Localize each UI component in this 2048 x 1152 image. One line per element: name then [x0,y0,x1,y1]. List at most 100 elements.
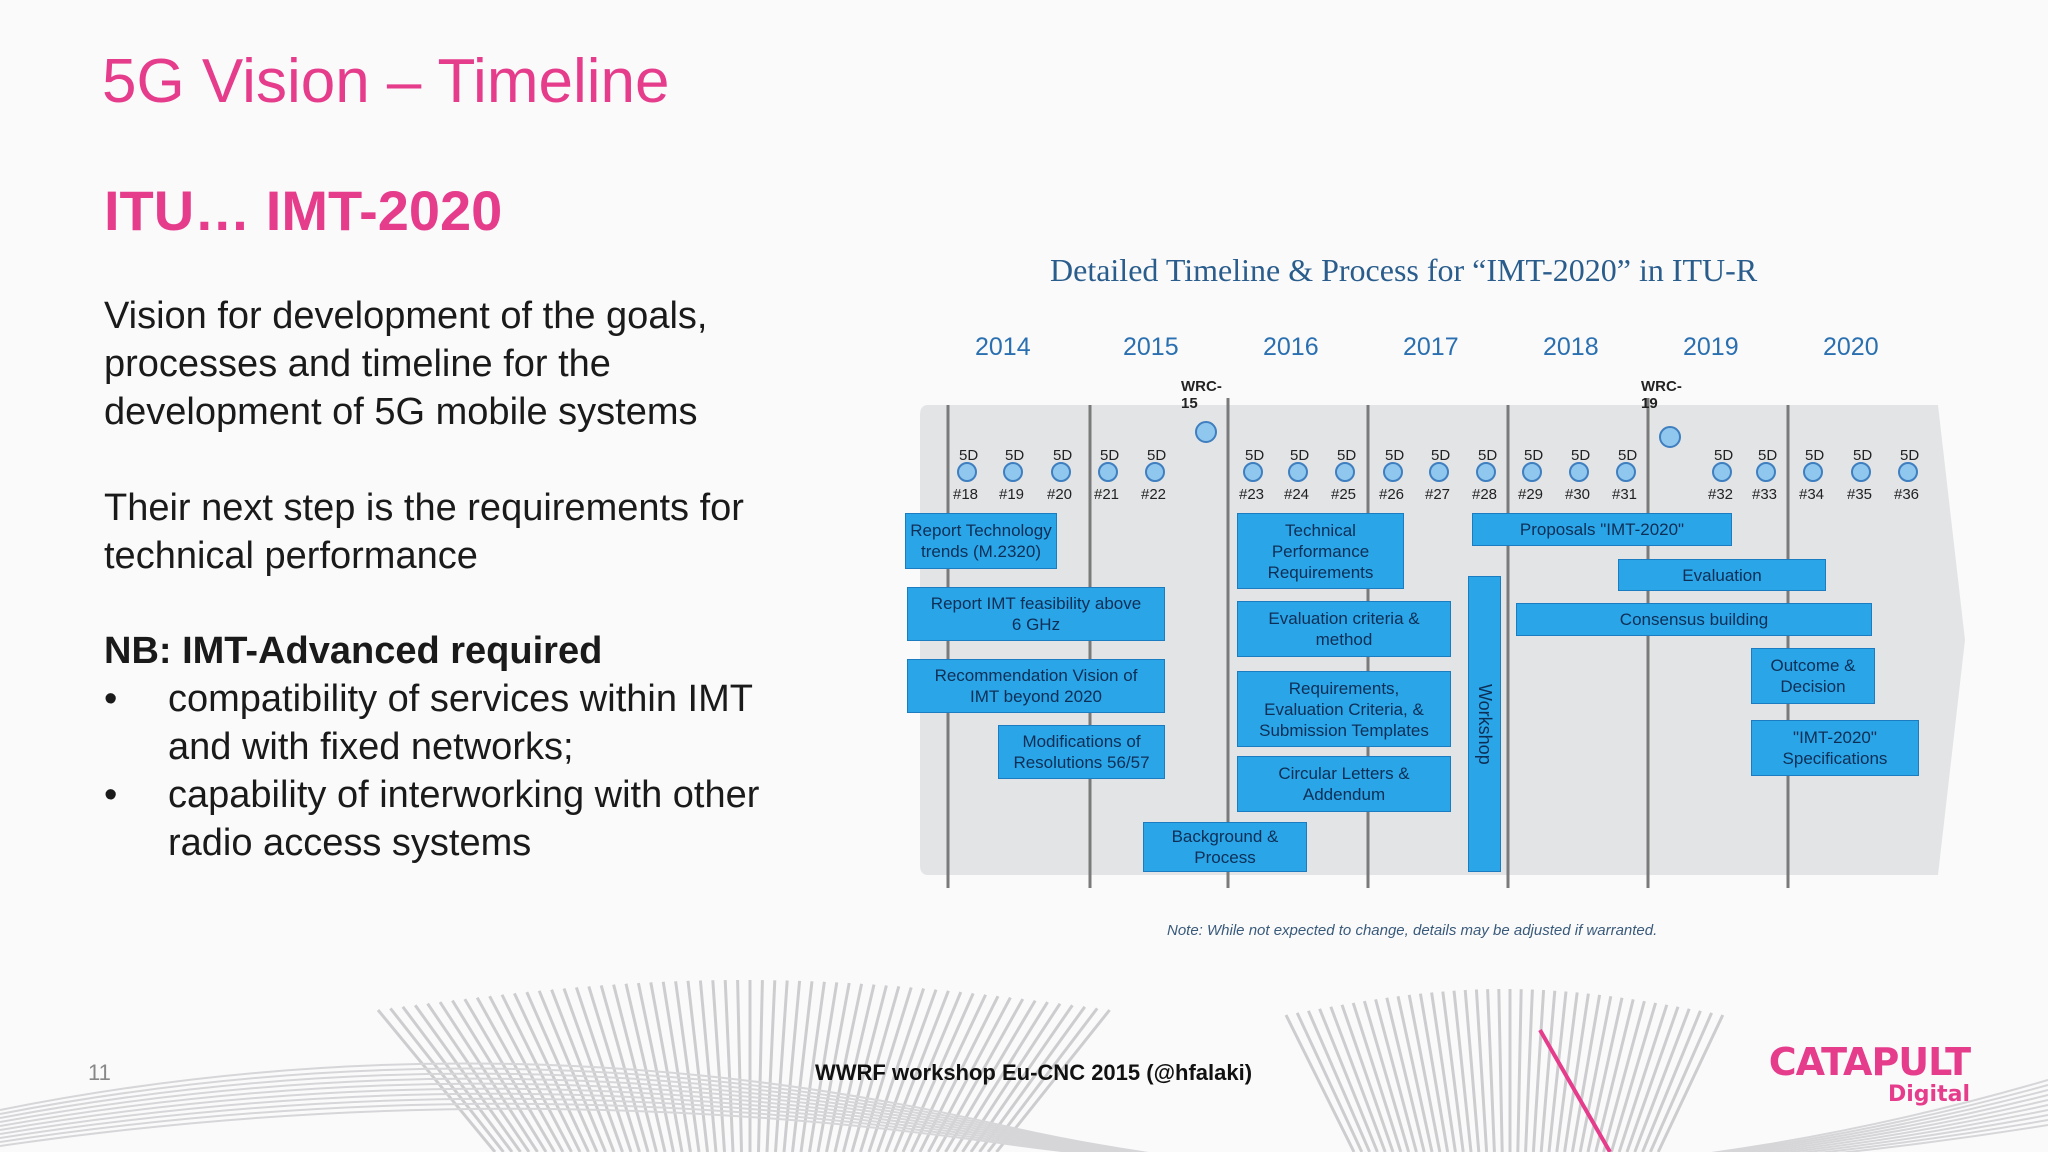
wave-line [1497,988,1504,1152]
activity-label-line: IMT beyond 2020 [969,687,1102,706]
meeting-5d-label: 5D [1385,447,1405,464]
itu-logo-icon [1898,462,1918,482]
activity-label-line: Performance [1271,541,1370,561]
meeting-5d-label: 5D [1478,447,1498,464]
activity-box: Evaluation [1618,559,1826,591]
itu-logo-icon [1616,462,1636,482]
wave-line [1463,989,1481,1152]
meeting-5d-label: 5D [1524,447,1544,464]
activity-label-line: Workshop [1475,683,1495,765]
wave-line [513,992,590,1152]
meeting-5d-label: 5D [1100,447,1120,464]
intro-paragraph: Vision for development of the goals, pro… [104,292,824,436]
intro-line: development of 5G mobile systems [104,391,698,433]
wave-line [1362,1000,1411,1152]
next-step-paragraph: Their next step is the requirements for … [104,484,824,580]
wave-line [1486,989,1496,1152]
wave-line [1570,994,1602,1152]
wave-line [1329,1006,1387,1152]
wave-line [1284,1014,1356,1152]
bullet-line: radio access systems [168,822,532,864]
wave-line [782,980,802,1152]
wave-curve [0,1082,2048,1152]
wave-line [574,986,633,1152]
wave-line [1524,989,1534,1152]
activity-label-line: Outcome & [1770,656,1856,675]
activity-label-line: Proposals "IMT-2020" [1519,520,1685,539]
wave-line [1531,989,1546,1152]
activity-label: Circular Letters &Addendum [1278,763,1409,805]
bullet-line: capability of interworking with other [168,774,760,816]
itu-logo-icon [1476,462,1496,482]
wave-line [1578,995,1613,1152]
activity-label-line: Requirements, [1288,678,1400,698]
itu-logo-icon [1712,462,1732,482]
slide-subtitle: ITU… IMT-2020 [104,179,503,242]
wrc-label: WRC-19 [1641,378,1682,412]
year-label: 2014 [975,333,1031,361]
activity-label-line: Evaluation [1682,565,1762,585]
activity-label-line: Background & [1171,827,1279,846]
wave-line [1633,1008,1691,1152]
activity-label-line: Report IMT feasibility above [930,594,1142,613]
wave-curve [0,1072,2048,1152]
wave-line [799,981,826,1152]
activity-label-line: Modifications of [1022,732,1141,751]
meeting-number: #25 [1331,486,1357,503]
meeting-number: #24 [1284,486,1310,503]
activity-label: Evaluation [1682,565,1761,586]
bullet-marker: • [104,774,118,816]
next-step-line: Their next step is the requirements for [104,487,744,529]
itu-logo-icon [1243,462,1263,482]
wave-line [1418,993,1450,1152]
wave-line [1295,1012,1364,1152]
wave-line [636,982,675,1152]
wave-line [624,983,667,1152]
wave-line [1617,1004,1669,1152]
meeting-number: #32 [1708,486,1734,503]
wave-line [1555,992,1579,1152]
wave-line [1385,997,1426,1152]
wave-curves [0,1062,2048,1152]
activity-box: Consensus building [1516,603,1872,636]
activity-label-line: Technical [1285,520,1356,540]
meeting-number: #20 [1047,486,1073,503]
wave-line [1609,1002,1658,1152]
meeting-5d-label: 5D [1245,447,1265,464]
wave-line [1374,998,1418,1152]
wave-line [1563,993,1590,1152]
wave-curve [0,1067,2048,1152]
wave-line [438,1001,539,1152]
wave-line [686,980,709,1152]
wave-curve [0,1097,2048,1152]
wave-line [649,982,684,1152]
itu-logo-icon [1851,462,1871,482]
activity-box: Recommendation Vision of IMT beyond 2020 [907,659,1165,713]
activity-label-line: Recommendation Vision of [934,666,1138,685]
activity-label-line: Process [1194,848,1256,867]
itu-logo-icon [957,462,977,482]
bullet-line: and with fixed networks; [168,726,574,768]
activity-label-line: 6 GHz [1011,615,1061,634]
activity-label: "IMT-2020"Specifications [1783,727,1888,769]
activity-label: Consensus building [1620,609,1768,630]
year-label: 2016 [1263,333,1319,361]
activity-label-line: Specifications [1782,749,1888,768]
activity-box: Evaluation criteria &method [1237,601,1451,657]
wave-line [1656,1014,1725,1152]
wave-curve [0,1087,2048,1152]
wave-line [525,991,599,1152]
activity-label: Proposals "IMT-2020" [1520,519,1684,540]
activity-box: "IMT-2020"Specifications [1751,720,1919,776]
wave-line [969,1004,1074,1152]
activity-label-line: Submission Templates [1259,720,1429,740]
bullet-marker: • [104,678,118,720]
activity-box: Circular Letters &Addendum [1237,756,1451,812]
activity-label-line: method [1315,630,1373,649]
page-number: 11 [88,1060,111,1085]
meeting-5d-label: 5D [1853,447,1873,464]
